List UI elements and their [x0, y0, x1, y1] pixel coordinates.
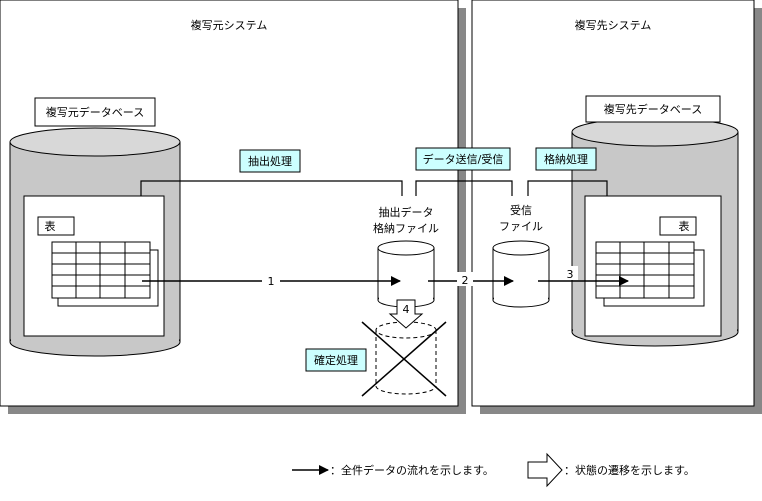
- step-1-label: 1: [268, 275, 275, 288]
- step-3-label: 3: [567, 268, 574, 281]
- confirm-process-label-box: 確定処理: [305, 348, 367, 372]
- transfer-process-label: データ送信/受信: [423, 152, 504, 166]
- step-labels: 1 2 3: [262, 266, 578, 288]
- receive-file-label-line2: ファイル: [499, 220, 543, 233]
- target-table-label-box: 表: [659, 216, 697, 236]
- transfer-connector: [415, 180, 513, 196]
- source-db-label-box: 複写元データベース: [34, 97, 156, 127]
- cross-out-mark: [361, 321, 447, 397]
- extract-process-label: 抽出処理: [248, 154, 292, 168]
- store-connector: [527, 180, 608, 196]
- target-table-grid: [595, 241, 705, 307]
- source-table-grid: [51, 241, 159, 307]
- extract-file-label-line1: 抽出データ: [379, 205, 434, 219]
- process-connectors: [140, 180, 608, 196]
- confirm-process-label: 確定処理: [314, 353, 358, 367]
- extract-process-label-box: 抽出処理: [239, 149, 301, 173]
- target-db-label: 複写先データベース: [604, 102, 702, 116]
- source-db-label: 複写元データベース: [46, 105, 144, 119]
- source-table-label-box: 表: [37, 216, 75, 236]
- target-database: 複写先データベース 表: [571, 95, 739, 347]
- store-process-label: 格納処理: [544, 152, 588, 166]
- receive-file: 受信 ファイル: [492, 204, 550, 308]
- step-2-label: 2: [462, 274, 469, 287]
- target-table-label: 表: [679, 219, 690, 233]
- extract-connector: [140, 180, 403, 196]
- legend-flow-text: ：全件データの流れを示します。: [330, 463, 494, 477]
- transition-arrow-4: 4: [388, 299, 424, 329]
- transfer-process-label-box: データ送信/受信: [415, 147, 511, 171]
- source-system-title: 複写元システム: [191, 18, 268, 32]
- target-system-title: 複写先システム: [575, 18, 652, 32]
- receive-file-label-line1: 受信: [510, 204, 532, 217]
- extract-file-label-line2: 格納ファイル: [373, 221, 439, 235]
- legend: ：全件データの流れを示します。 ：状態の遷移を示します。: [292, 452, 695, 488]
- target-db-label-box: 複写先データベース: [585, 95, 721, 123]
- legend-transition-arrow: [527, 452, 563, 488]
- extract-data-file: 抽出データ 格納ファイル: [373, 205, 439, 308]
- source-database: 複写元データベース 表: [9, 97, 181, 357]
- source-table-label: 表: [45, 219, 56, 233]
- legend-transition-text: ：状態の遷移を示します。: [564, 463, 695, 477]
- store-process-label-box: 格納処理: [535, 147, 597, 171]
- step-4-label: 4: [403, 303, 410, 316]
